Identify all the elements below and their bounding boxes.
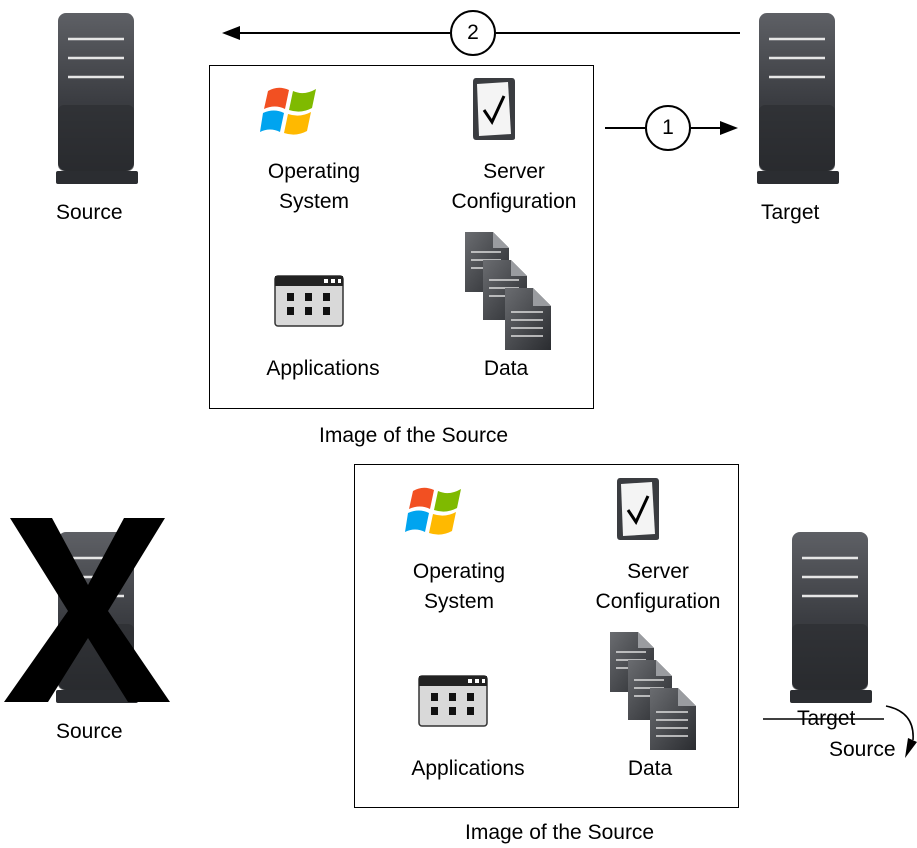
rename-curved-arrow [885, 705, 917, 758]
data-documents-icon [465, 232, 551, 350]
windows-logo-icon [260, 87, 316, 135]
applications-icon [274, 275, 344, 327]
target-server-icon [757, 13, 839, 184]
restore-arrow [222, 10, 740, 56]
data-label: Data [627, 757, 673, 780]
target-label: Target [761, 201, 820, 224]
windows-logo-icon [405, 487, 461, 535]
new-source-label: Source [829, 738, 896, 761]
checklist-icon [617, 478, 659, 540]
image-caption: Image of the Source [319, 424, 509, 447]
source-image-box [209, 65, 594, 409]
capture-arrow [605, 105, 738, 151]
data-documents-icon [610, 632, 696, 750]
new-source-server-icon [790, 532, 872, 703]
applications-label: Applications [266, 357, 380, 380]
step-2-number: 2 [467, 21, 479, 44]
strikethrough-line [763, 718, 884, 720]
applications-label: Applications [411, 757, 525, 780]
source-label: Source [56, 201, 123, 224]
source-server-icon [56, 13, 138, 184]
data-label: Data [483, 357, 529, 380]
step-1-number: 1 [662, 116, 674, 139]
config-label: Server Configuration [595, 560, 721, 613]
source-image-box-bottom [354, 464, 739, 808]
config-label: Server Configuration [451, 160, 577, 213]
os-label: Operating System [267, 160, 361, 213]
applications-icon [418, 675, 488, 727]
image-caption: Image of the Source [465, 821, 655, 844]
failed-source-label: Source [56, 720, 123, 743]
os-label: Operating System [412, 560, 506, 613]
failed-x-mark [4, 518, 170, 702]
checklist-icon [473, 78, 515, 140]
